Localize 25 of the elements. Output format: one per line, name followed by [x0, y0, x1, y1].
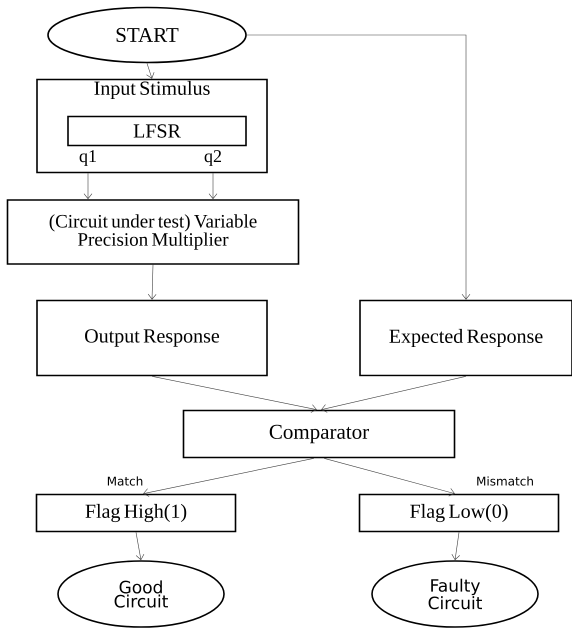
arrow: [146, 63, 154, 79]
process-box: Flag High(1): [36, 494, 236, 532]
arrow: [321, 376, 466, 413]
process-box: Output Response: [36, 300, 268, 376]
arrow: [152, 376, 317, 413]
arrow: [246, 34, 470, 300]
edge-label: q1: [78, 149, 98, 167]
process-box: Expected Response: [359, 300, 572, 376]
start-oval: START: [47, 6, 247, 64]
edge-label: Match: [106, 475, 144, 487]
process-box: Comparator: [182, 410, 456, 458]
arrow: [84, 173, 92, 200]
arrow: [452, 532, 460, 560]
end-oval: Good Circuit: [57, 560, 225, 628]
arrow: [136, 532, 144, 560]
process-box: LFSR: [67, 116, 247, 146]
edge-label: q2: [203, 149, 223, 167]
arrow: [148, 264, 156, 300]
edge-label: Mismatch: [475, 475, 535, 487]
process-box: (Circuit under test) Variable Precision Multiplier: [6, 199, 300, 265]
end-oval: Faulty Circuit: [371, 560, 539, 628]
arrow: [324, 458, 455, 496]
process-box: Flag Low(0): [358, 494, 560, 532]
arrow: [208, 173, 218, 200]
arrow: [143, 458, 314, 497]
